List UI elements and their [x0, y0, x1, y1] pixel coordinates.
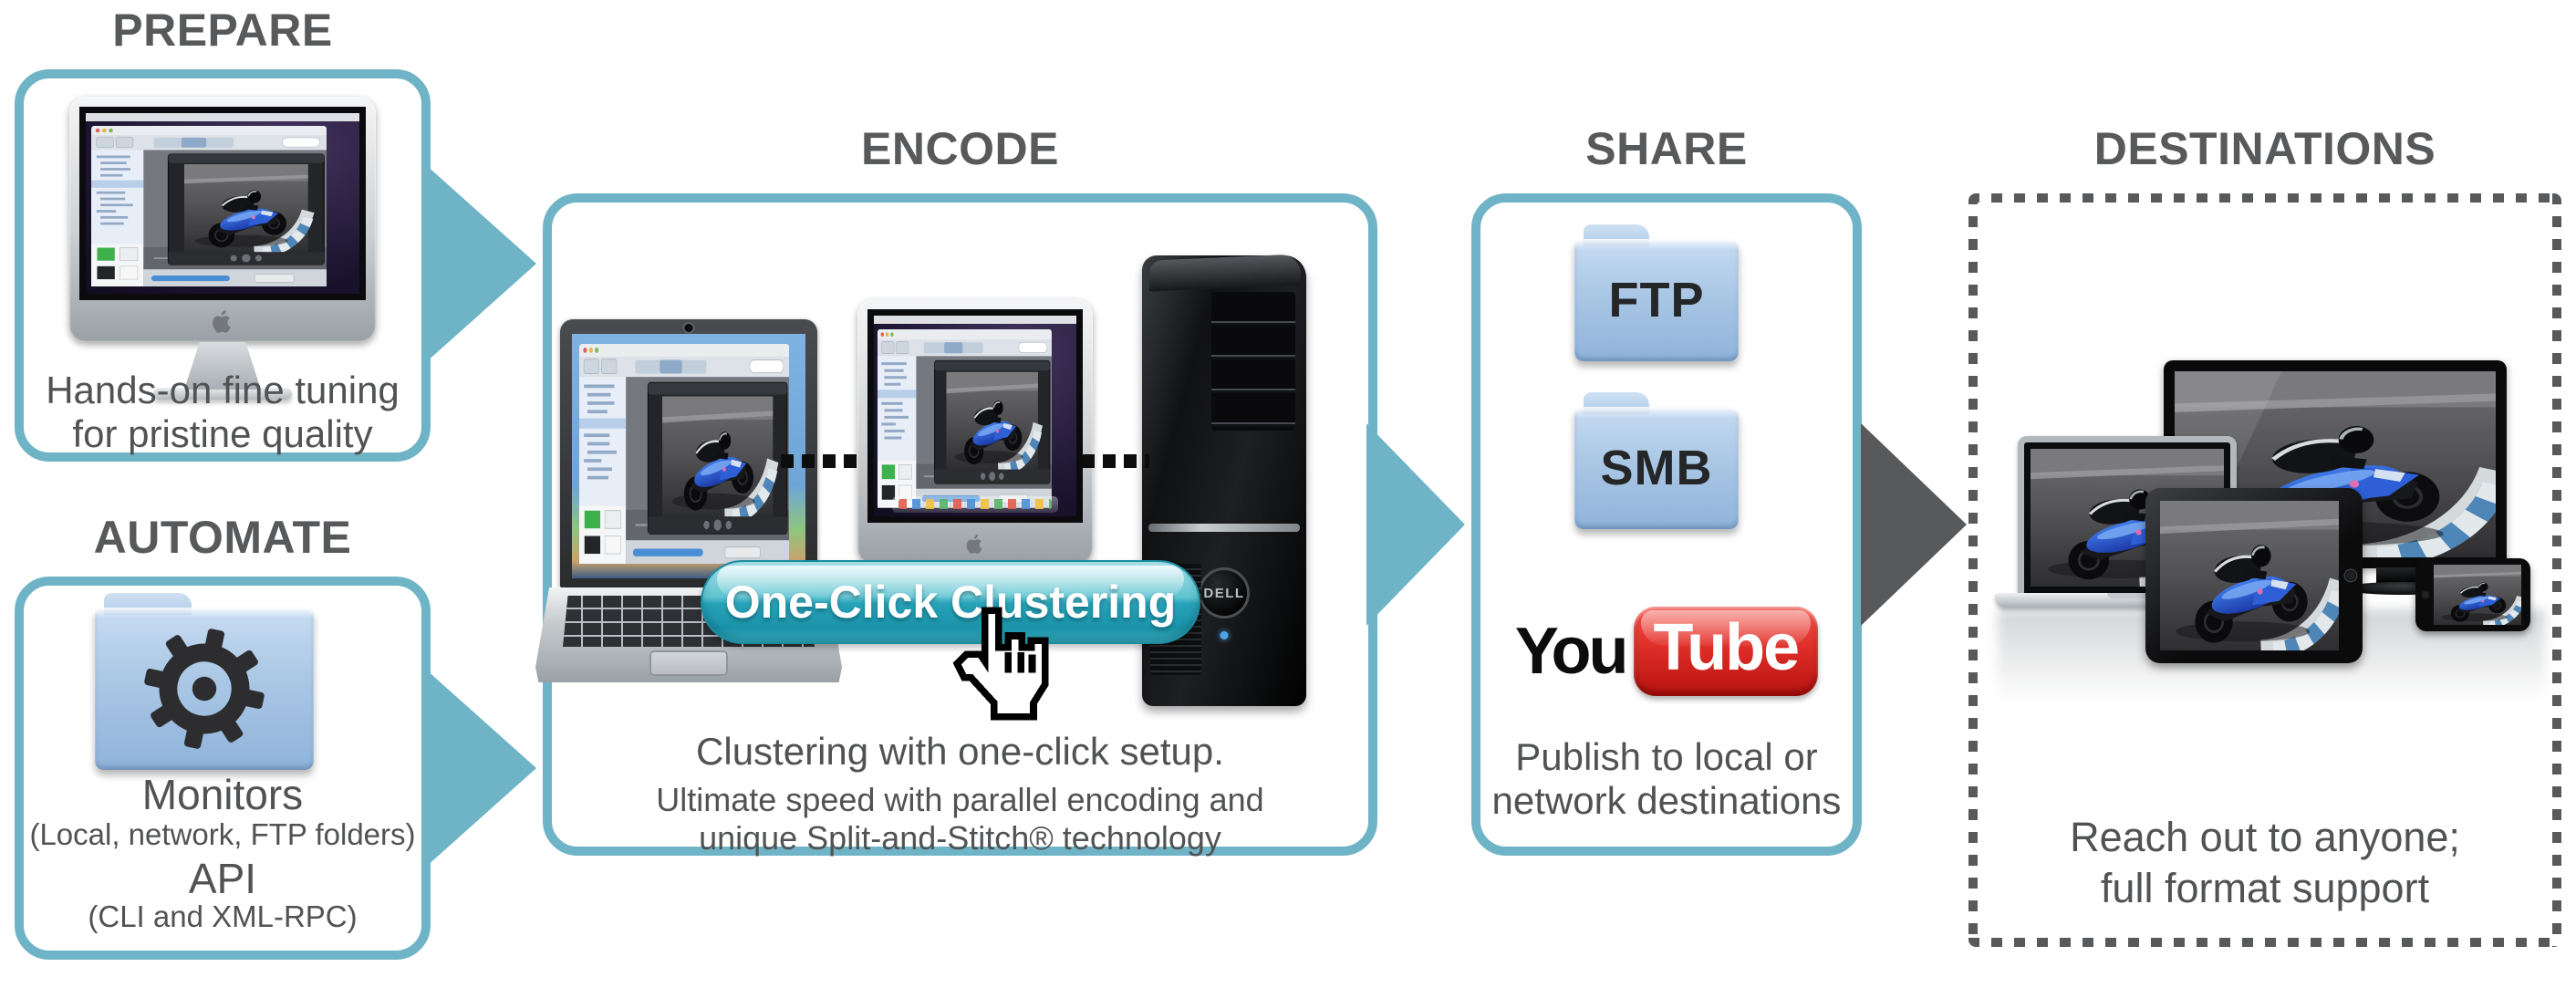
encoder-app-window: [878, 329, 1052, 508]
smartphone-illustration: [2415, 558, 2530, 631]
automate-monitors-detail: (Local, network, FTP folders): [29, 817, 416, 851]
prepare-title: PREPARE: [112, 5, 333, 56]
touchpad: [649, 650, 728, 676]
share-caption-line2: network destinations: [1491, 779, 1842, 822]
smb-folder-label: SMB: [1600, 441, 1713, 495]
cluster-link-left-icon: [781, 454, 863, 468]
cluster-link-right-icon: [1082, 454, 1149, 468]
youtube-you-text: You: [1514, 615, 1629, 688]
prepare-imac-illustration: [69, 97, 376, 400]
menubar: [86, 113, 359, 121]
hand-cursor-icon: [952, 606, 1054, 726]
tower-top: [1149, 254, 1301, 292]
webcam-icon: [684, 324, 693, 332]
arrow-automate-to-encode: [425, 669, 536, 868]
prepare-caption-line2: for pristine quality: [72, 412, 373, 455]
encode-imac-screen: [867, 309, 1083, 523]
dell-badge: DELL: [1199, 567, 1250, 619]
prepare-caption-line1: Hands-on fine tuning: [46, 369, 400, 411]
tower-trim: [1148, 524, 1300, 532]
arrow-share-to-destinations: [1861, 423, 1967, 626]
apple-logo-icon: [965, 532, 985, 556]
ftp-folder-label: FTP: [1608, 273, 1705, 327]
share-caption-line1: Publish to local or: [1515, 735, 1818, 778]
destinations-caption-line2: full format support: [2100, 865, 2430, 911]
arrow-prepare-to-encode: [425, 164, 536, 363]
drive-bays: [1211, 292, 1295, 431]
encoder-app-window: [579, 344, 789, 564]
destinations-title: DESTINATIONS: [2093, 123, 2436, 174]
video-frame: [2160, 501, 2339, 650]
encode-title: ENCODE: [861, 123, 1059, 174]
encode-caption-line3: unique Split-and-Stitch® technology: [699, 819, 1221, 857]
smb-folder-icon: SMB: [1574, 392, 1739, 529]
share-title: SHARE: [1585, 123, 1748, 174]
menubar: [874, 316, 1076, 324]
encode-caption-line1: Clustering with one-click setup.: [696, 730, 1224, 773]
tv-stand: [2376, 567, 2425, 584]
encode-caption-line2: Ultimate speed with parallel encoding an…: [656, 781, 1264, 818]
video-frame: [2434, 565, 2521, 625]
encode-laptop-illustration: [535, 319, 842, 682]
automate-title: AUTOMATE: [93, 512, 352, 563]
imac-base: [153, 388, 292, 400]
destinations-caption-line1: Reach out to anyone;: [2070, 814, 2460, 860]
encoder-app-window: [91, 126, 327, 286]
arrow-encode-to-share: [1366, 423, 1465, 626]
gear-icon: [144, 629, 265, 749]
youtube-logo: You Tube: [1471, 595, 1862, 708]
prepare-imac-screen: [79, 107, 366, 300]
imac-chin: [867, 523, 1083, 565]
dock: [891, 496, 1059, 513]
youtube-tube-text: Tube: [1633, 607, 1819, 696]
automate-monitors-label: Monitors: [141, 771, 304, 818]
automate-api-label: API: [188, 855, 257, 902]
automate-api-detail: (CLI and XML-RPC): [88, 899, 358, 933]
power-led: [1220, 631, 1229, 639]
ftp-folder-icon: FTP: [1574, 224, 1739, 361]
imac-chin: [79, 300, 366, 342]
gear-folder-icon: [95, 593, 314, 770]
encode-laptop-screen: [572, 334, 805, 578]
one-click-clustering-label: One-Click Clustering: [724, 577, 1177, 628]
apple-logo-icon: [211, 307, 234, 336]
tablet-illustration: [2145, 488, 2363, 663]
one-click-clustering-button[interactable]: One-Click Clustering: [701, 560, 1200, 644]
